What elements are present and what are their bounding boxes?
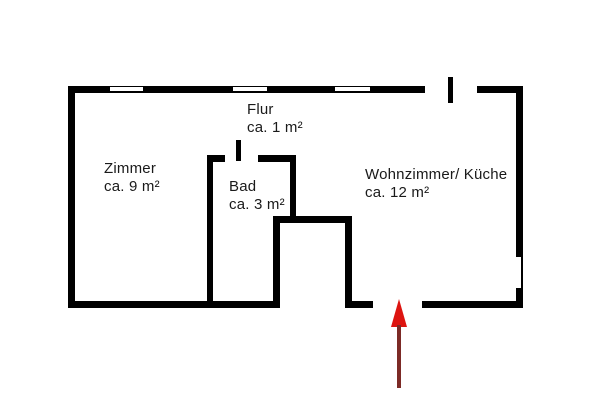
bad-wall-top-left-stub: [207, 155, 225, 162]
interior-wall-zimmer: [207, 155, 213, 308]
room-name-zimmer: Zimmer: [104, 160, 157, 177]
notch-wall-right: [345, 216, 352, 308]
room-area-wohnzimmer-kueche: ca. 12 m²: [365, 184, 430, 201]
door-leaf-bad-icon: [236, 140, 241, 161]
window-top-1: [110, 87, 143, 91]
room-area-bad: ca. 3 m²: [229, 196, 285, 213]
window-top-2: [233, 87, 267, 91]
outer-wall-top-right-segment: [477, 86, 523, 93]
entrance-arrow-shaft: [397, 325, 401, 388]
door-leaf-top-entrance-icon: [448, 77, 453, 103]
room-area-zimmer: ca. 9 m²: [104, 178, 160, 195]
outer-wall-bottom-mid-segment: [345, 301, 373, 308]
window-top-3: [335, 87, 370, 91]
outer-wall-left: [68, 86, 75, 308]
room-area-flur: ca. 1 m²: [247, 119, 303, 136]
room-label-flur: Flur ca. 1 m²: [247, 101, 303, 137]
room-label-bad: Bad ca. 3 m²: [229, 178, 285, 214]
room-name-flur: Flur: [247, 101, 274, 118]
outer-wall-bottom-right-segment: [422, 301, 523, 308]
entrance-arrow-head: [391, 299, 407, 327]
window-right: [516, 257, 521, 288]
notch-wall-left: [273, 216, 280, 308]
room-label-wohnzimmer-kueche: Wohnzimmer/ Küche ca. 12 m²: [365, 166, 507, 202]
room-label-zimmer: Zimmer ca. 9 m²: [104, 160, 160, 196]
room-name-bad: Bad: [229, 178, 257, 195]
outer-wall-bottom-left-segment: [68, 301, 280, 308]
bad-wall-top-right-segment: [258, 155, 296, 162]
notch-wall-top: [273, 216, 352, 223]
room-name-wohnzimmer-kueche: Wohnzimmer/ Küche: [365, 166, 508, 183]
outer-wall-right: [516, 86, 523, 308]
bad-wall-right: [290, 155, 296, 223]
